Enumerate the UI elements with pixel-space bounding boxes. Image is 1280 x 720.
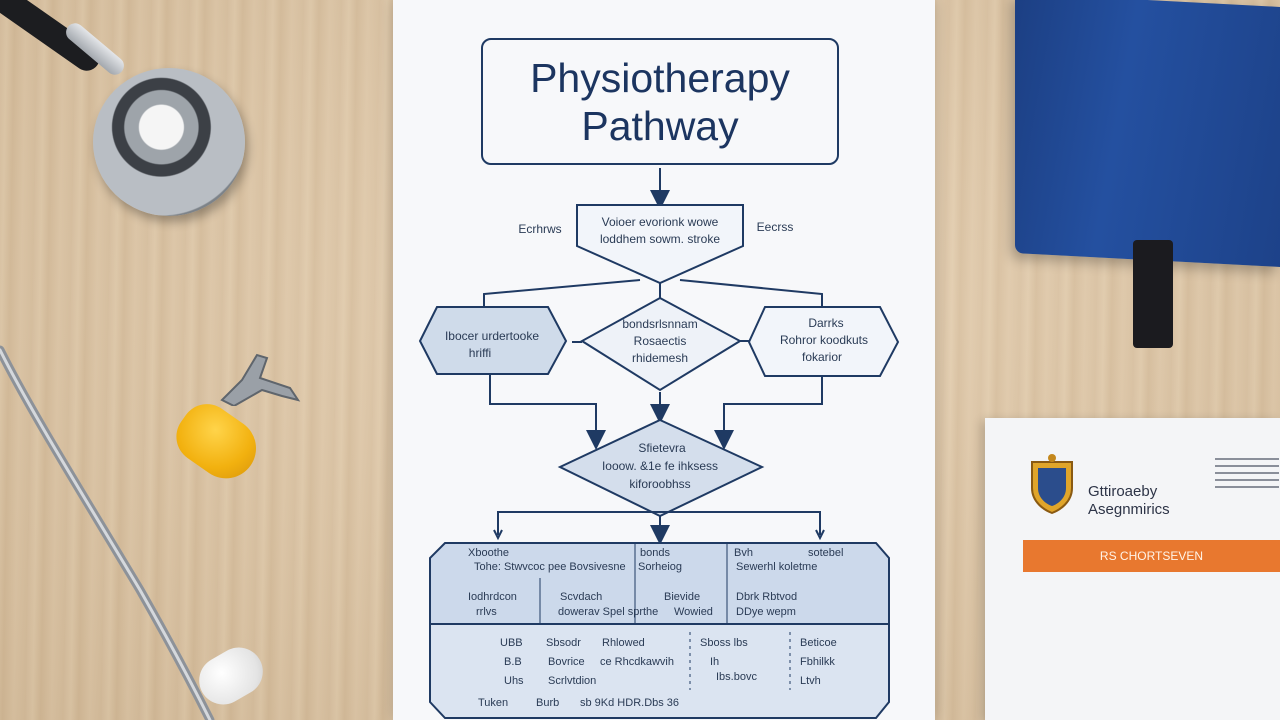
link-lower-branches — [497, 511, 821, 535]
table-cell: dowerav Spel sprthe — [558, 606, 658, 618]
card-orange-band: RS CHORTSEVEN — [1023, 540, 1280, 572]
side-label-left: Ecrhrws — [518, 222, 561, 236]
table-cell: Bievide — [664, 591, 700, 603]
table-cell: Beticoe — [800, 637, 837, 649]
table-cell: Burb — [536, 697, 559, 709]
table-cell: Sorheiog — [638, 561, 682, 573]
table-cell: Dbrk Rbtvod — [736, 591, 797, 603]
table-cell: Rhlowed — [602, 637, 645, 649]
table-cell: sb 9Kd HDR.Dbs 36 — [580, 697, 679, 709]
table-cell: ce Rhcdkawvih — [600, 656, 674, 668]
table-cell: DDye wepm — [736, 606, 796, 618]
node-top — [576, 204, 744, 285]
poster-title-line1: Physiotherapy — [530, 54, 790, 101]
table-cell: Bvh — [734, 547, 753, 559]
table-cell: Bovrice — [548, 656, 585, 668]
node-mid-text-1: bondsrlsnnam — [622, 317, 697, 331]
stethoscope-lower-tube — [0, 345, 215, 720]
node-middle — [580, 296, 743, 392]
table-cell: Sbsodr — [546, 637, 581, 649]
table-cell: UBB — [500, 637, 523, 649]
node-top-text-2: loddhem sowm. stroke — [600, 232, 720, 246]
table-cell: Uhs — [504, 675, 524, 687]
node-right-text-1: Darrks — [808, 316, 843, 330]
node-lower-text-3: kiforoobhss — [629, 477, 690, 491]
link-top-right — [679, 279, 823, 307]
side-label-right: Eecrss — [757, 220, 794, 234]
node-lower-text-1: Sfietevra — [638, 441, 686, 455]
table-cell: Tuken — [478, 697, 508, 709]
book-ribbon — [1133, 240, 1173, 348]
table-cell: Fbhilkk — [800, 656, 835, 668]
table-lower — [429, 623, 890, 719]
table-cell: rrlvs — [476, 606, 497, 618]
table-cell: sotebel — [808, 547, 843, 559]
table-cell: Iodhrdcon — [468, 591, 517, 603]
table-cell: B.B — [504, 656, 522, 668]
table-cell: Sewerhl koletme — [736, 561, 817, 573]
node-left-text-1: Ibocer urdertooke — [445, 329, 539, 343]
crest-icon — [1031, 454, 1073, 514]
card-small-text — [1215, 458, 1279, 488]
arrow-right-down — [714, 376, 823, 450]
table-cell: Wowied — [674, 606, 713, 618]
node-right-text-3: fokarior — [802, 350, 842, 364]
node-mid-text-3: rhidemesh — [632, 351, 688, 365]
tool-metal-head — [220, 353, 301, 406]
arrow-left-down — [489, 374, 606, 450]
branch-right-tip — [815, 529, 825, 541]
table-cell: Sboss lbs — [700, 637, 748, 649]
card-title-line2: Asegnmirics — [1088, 501, 1170, 518]
node-lower-text-2: Iooow. &1e fe ihksess — [602, 459, 718, 473]
branch-left-tip — [493, 529, 503, 541]
table-cell: Ltvh — [800, 675, 821, 687]
table-cell: Tohe: Stwvcoc pee Bovsivesne — [474, 561, 626, 573]
card-band-text: RS CHORTSEVEN — [1099, 549, 1204, 563]
link-top-left — [483, 279, 641, 307]
poster-title-box: Physiotherapy Pathway — [481, 38, 839, 165]
table-cell: Ibs.bovc — [716, 671, 757, 683]
node-left-text-2: hriffi — [469, 346, 491, 360]
stethoscope-chestpiece — [93, 68, 245, 216]
node-top-text-1: Voioer evorionk wowe — [602, 215, 719, 229]
table-cell: Ih — [710, 656, 719, 668]
node-mid-text-2: Rosaectis — [634, 334, 687, 348]
table-cell: Xboothe — [468, 547, 509, 559]
table-cell: bonds — [640, 547, 670, 559]
table-cell: Scvdach — [560, 591, 602, 603]
node-right-text-2: Rohror koodkuts — [780, 333, 868, 347]
card-title-line1: Gttiroaeby — [1088, 483, 1158, 500]
card-title: Gttiroaeby Asegnmirics — [1088, 483, 1268, 519]
poster-title-line2: Pathway — [581, 102, 739, 149]
node-left — [418, 306, 568, 375]
table-cell: Scrlvtdion — [548, 675, 596, 687]
